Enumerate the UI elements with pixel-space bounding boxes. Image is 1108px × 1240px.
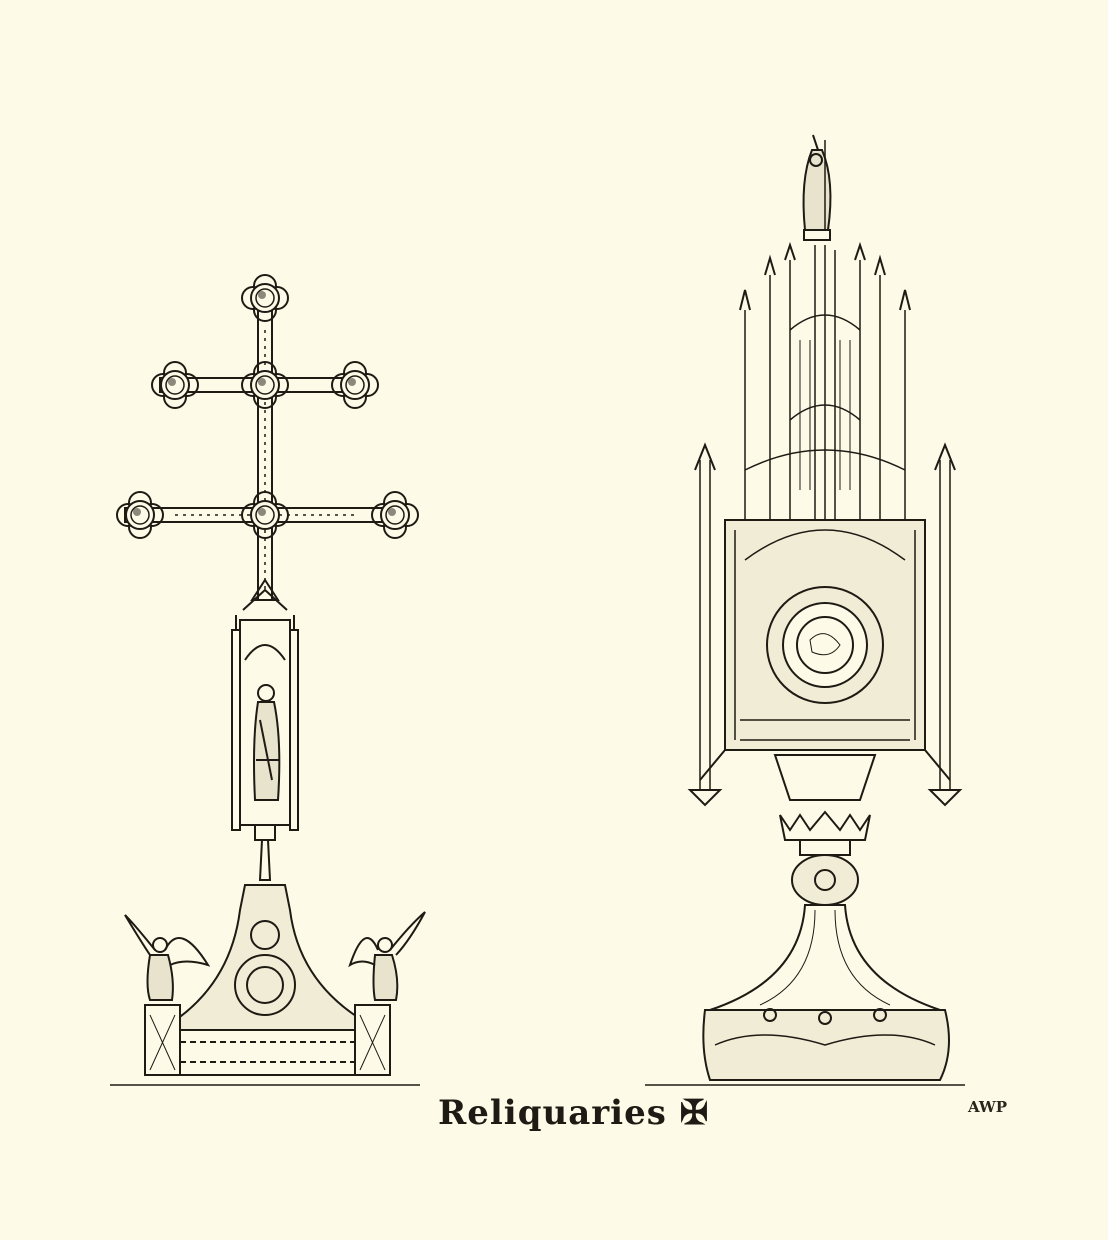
monstrance-reliquary — [687, 134, 963, 1081]
artist-monogram: AWP — [968, 1098, 1008, 1116]
angel-right — [348, 911, 426, 1001]
cross-reliquary — [116, 274, 426, 1076]
angel-left — [124, 914, 211, 1001]
plate-caption: Reliquaries ✠ — [438, 1093, 709, 1133]
cross-ornament-icon: ✠ — [679, 1093, 710, 1133]
caption-text: Reliquaries — [438, 1093, 667, 1133]
